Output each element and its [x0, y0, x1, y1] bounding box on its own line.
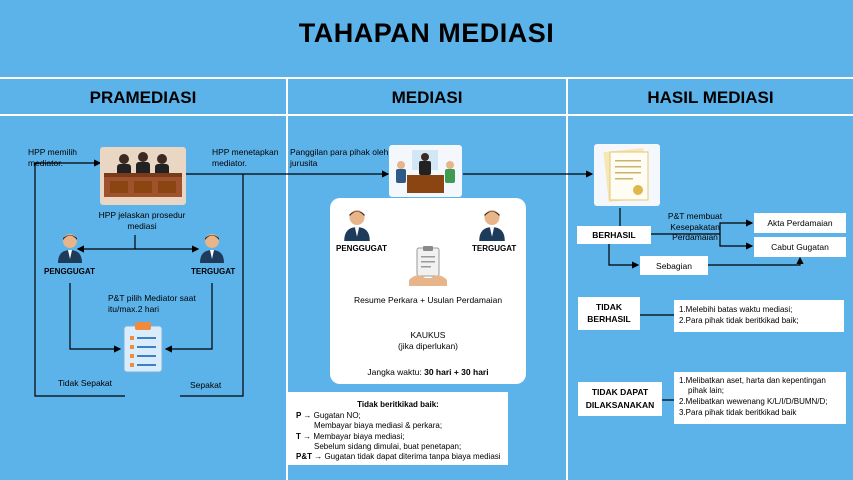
itikad-t-prefix: T →	[296, 432, 314, 441]
kaukus-note: (jika diperlukan)	[398, 341, 458, 351]
clipboard-icon	[122, 322, 164, 374]
tidak-dapat-reason-2: 2.Melibatkan wewenang K/L/I/D/BUMN/D;	[679, 397, 828, 406]
penggugat-person-icon	[57, 233, 83, 263]
tidak-berhasil-reason-2: 2.Para pihak tidak beritkikad baik;	[679, 316, 799, 325]
tidak-dapat-box	[578, 382, 662, 416]
itikad-box	[288, 392, 508, 465]
kaukus-label: KAUKUS	[410, 330, 446, 340]
tidak-dapat-reason-1: 1.Melibatkan aset, harta dan kepentingan	[679, 376, 826, 385]
berhasil-label: BERHASIL	[592, 230, 636, 240]
itikad-t1: Membayar biaya mediasi;	[313, 432, 405, 441]
tidak-dapat-reasons-box	[674, 372, 846, 424]
tergugat-label-mediasi: TERGUGAT	[472, 244, 517, 253]
tidak-berhasil-box	[578, 297, 640, 330]
itikad-pt-line: P&T → Gugatan tidak dapat diterima tanpa…	[296, 452, 508, 462]
tidak-berhasil-reason-1: 1.Melebihi batas waktu mediasi;	[679, 305, 793, 314]
header-divider-top	[0, 77, 853, 79]
hpp-jelaskan-label: HPP jelaskan prosedur mediasi	[98, 210, 186, 231]
sepakat-label: Sepakat	[190, 380, 222, 390]
penggugat-label-mediasi: PENGGUGAT	[336, 244, 387, 253]
tidak-dapat-label-2: DILAKSANAKAN	[585, 400, 655, 410]
column-header-pramediasi: PRAMEDIASI	[89, 88, 197, 107]
mediation-meeting-icon	[389, 145, 462, 197]
tidak-berhasil-label-1: TIDAK	[596, 302, 622, 312]
sebagian-label: Sebagian	[656, 261, 692, 271]
courtroom-icon	[100, 147, 186, 205]
tidak-sepakat-label: Tidak Sepakat	[58, 378, 113, 388]
panggilan-label: Panggilan para pihak oleh jurusita	[290, 147, 389, 168]
tergugat-person-icon	[199, 233, 225, 263]
itikad-p-line1: P → Gugatan NO;	[296, 411, 506, 421]
itikad-pt-prefix: P&T →	[296, 452, 325, 461]
page-title: TAHAPAN MEDIASI	[298, 18, 555, 48]
jangka-waktu: Jangka waktu: 30 hari + 30 hari	[330, 367, 526, 378]
pt-membuat-label: P&T membuat Kesepakatan Perdamaian	[667, 211, 723, 242]
jangka-waktu-value: 30 hari + 30 hari	[424, 367, 489, 377]
tergugat-label-pra: TERGUGAT	[191, 267, 236, 276]
itikad-t2: Sebelum sidang dimulai, buat penetapan;	[314, 442, 462, 451]
itikad-p-prefix: P →	[296, 411, 314, 420]
cabut-gugatan-box	[754, 237, 846, 257]
header-divider-bottom	[0, 114, 853, 116]
resume-label: Resume Perkara + Usulan Perdamaian	[353, 295, 503, 305]
tergugat-person-icon-mediasi	[477, 209, 507, 241]
penggugat-label-pra: PENGGUGAT	[44, 267, 95, 276]
document-handshake-icon	[409, 246, 447, 286]
hpp-memilih-label: HPP memilih mediator.	[28, 147, 77, 168]
akta-perdamaian-box	[754, 213, 846, 233]
itikad-title: Tidak beritkikad baik:	[357, 400, 439, 409]
penggugat-person-icon-mediasi	[342, 209, 372, 241]
tidak-berhasil-reasons-box	[674, 300, 844, 332]
pt-pilih-label: P&T pilih Mediator saat itu/max.2 hari	[108, 293, 196, 314]
tidak-berhasil-label-2: BERHASIL	[587, 314, 631, 324]
column-divider-1	[286, 77, 288, 480]
akta-perdamaian-label: Akta Perdamaian	[767, 218, 833, 228]
tidak-dapat-reason-1b: pihak lain;	[688, 386, 725, 395]
tidak-dapat-label-1: TIDAK DAPAT	[591, 387, 649, 397]
itikad-t-line1: T → Membayar biaya mediasi;	[296, 432, 506, 442]
column-header-hasil: HASIL MEDIASI	[647, 88, 774, 107]
itikad-p2: Membayar biaya mediasi & perkara;	[314, 421, 443, 430]
hpp-menetapkan-label: HPP menetapkan mediator.	[212, 147, 279, 168]
column-header-mediasi: MEDIASI	[391, 88, 463, 107]
itikad-p1: Gugatan NO;	[313, 411, 361, 420]
jangka-waktu-label: Jangka waktu:	[367, 367, 425, 377]
berhasil-box	[577, 226, 651, 244]
cabut-gugatan-label: Cabut Gugatan	[771, 242, 829, 252]
certificate-document-icon	[594, 144, 660, 206]
column-divider-2	[566, 77, 568, 480]
itikad-pt: Gugatan tidak dapat diterima tanpa biaya…	[324, 452, 501, 461]
sebagian-box	[640, 256, 708, 275]
tidak-dapat-reason-3: 3.Para pihak tidak beritkikad baik	[679, 408, 797, 417]
